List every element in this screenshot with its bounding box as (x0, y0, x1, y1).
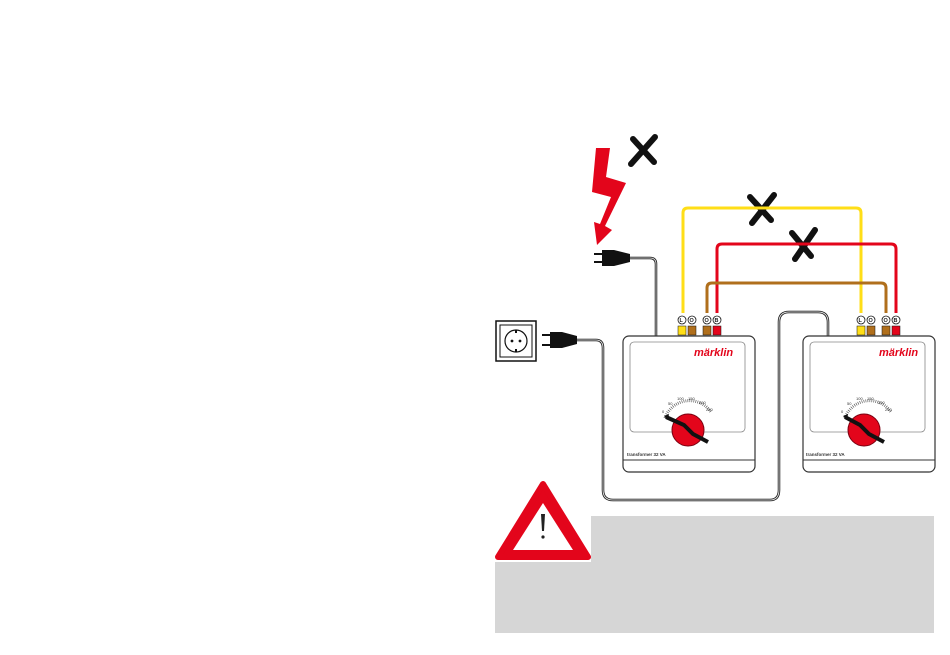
scale-label: 200 (699, 400, 706, 405)
transformer-2: märklin transformer 32 VA 0 50 100 150 2… (803, 316, 935, 472)
svg-text:B: B (894, 318, 898, 324)
yellow-wire (683, 208, 861, 313)
scale-label: 150 (867, 396, 874, 401)
scale-label: 100 (677, 396, 684, 401)
terminal-block: L O O B (678, 316, 721, 335)
scale-label: 50 (668, 401, 673, 406)
lightning-icon (592, 148, 626, 245)
plug-icon (594, 250, 656, 338)
scale-label: 150 (688, 396, 695, 401)
svg-text:O: O (869, 318, 874, 324)
brown-wire (707, 283, 886, 313)
scale-label: 100 (856, 396, 863, 401)
scale-label: 250 (885, 407, 892, 412)
scale-label: 50 (847, 401, 852, 406)
terminal-block: L O O B (857, 316, 900, 335)
scale-label: 200 (878, 400, 885, 405)
brand-label: märklin (694, 347, 733, 359)
brand-label: märklin (879, 347, 918, 359)
scale-label: 250 (706, 407, 713, 412)
plug-icon (542, 332, 577, 348)
model-label: transformer 32 VA (806, 452, 845, 457)
warning-triangle-icon (498, 484, 588, 557)
svg-text:O: O (705, 318, 710, 324)
svg-text:O: O (884, 318, 889, 324)
model-label: transformer 32 VA (627, 452, 666, 457)
cross-mark-icon (631, 137, 655, 164)
svg-text:B: B (715, 318, 719, 324)
transformer-1: märklin transformer 32 VA 0 50 100 150 2… (623, 316, 755, 472)
power-outlet-icon (496, 321, 536, 361)
svg-text:O: O (690, 318, 695, 324)
